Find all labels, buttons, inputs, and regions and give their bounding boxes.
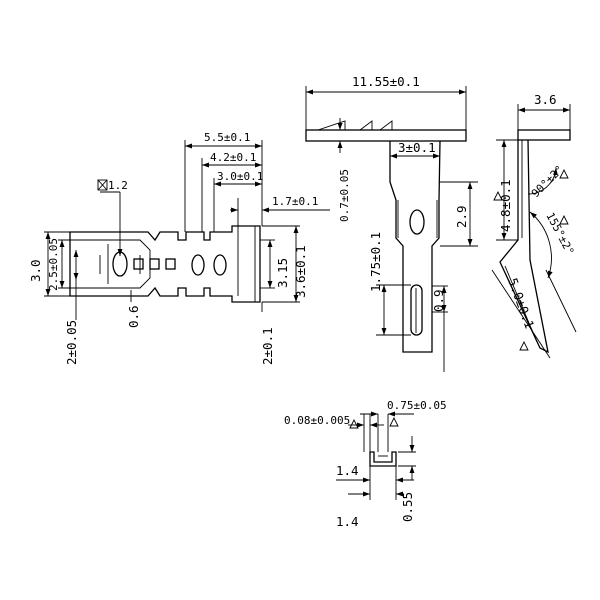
left-square-1 xyxy=(133,258,144,270)
mid-slot xyxy=(410,284,423,336)
middle-view: 11.55±0.1 0.7±0.05 3±0.1 2.9 1.75±0.1 0.… xyxy=(305,74,478,372)
dim-3-mid: 3±0.1 xyxy=(398,140,436,155)
triangle-icon xyxy=(519,340,529,351)
dim-1-75: 1.75±0.1 xyxy=(368,232,383,292)
right-view: 3.6 4.8±0.1 90°±2° 155°±2° 5.0±0.1 xyxy=(491,92,577,359)
triangle-icon xyxy=(389,416,399,427)
triangle-icon xyxy=(559,214,569,225)
dim-1-4-b: 1.4 xyxy=(336,514,359,529)
dim-0-08: 0.08±0.005 xyxy=(284,414,350,427)
triangle-icon xyxy=(349,418,359,429)
mid-oval-hole xyxy=(409,209,425,235)
mid-body xyxy=(389,140,441,353)
section-u-profile xyxy=(369,451,397,467)
dim-3-15: 3.15 xyxy=(275,258,290,288)
dim-4-8: 4.8±0.1 xyxy=(498,179,513,232)
left-view: 5.5±0.1 4.2±0.1 3.0±0.1 1.7±0.1 1.2 3.0 … xyxy=(28,131,330,365)
dim-1-4-a: 1.4 xyxy=(336,463,359,478)
left-square-3 xyxy=(165,258,176,270)
triangle-icon xyxy=(493,190,503,201)
dim-3-0-top: 3.0±0.1 xyxy=(217,170,263,183)
left-square-2 xyxy=(149,258,160,270)
dim-90: 90°±2° xyxy=(529,163,566,200)
dim-1-7: 1.7±0.1 xyxy=(272,195,318,208)
dim-2-left: 2±0.05 xyxy=(64,320,79,365)
dim-0-6: 0.6 xyxy=(126,305,141,328)
bottom-view: 0.08±0.005 0.75±0.05 1.4 1.4 0.55 xyxy=(284,399,447,529)
dim-flatness: 1.2 xyxy=(108,179,128,192)
dim-5-0: 5.0±0.1 xyxy=(505,276,537,331)
dim-3-6: 3.6±0.1 xyxy=(293,245,308,298)
dim-155: 155°±2° xyxy=(543,210,576,257)
left-inner-outline xyxy=(78,239,151,289)
dim-11-55: 11.55±0.1 xyxy=(352,74,420,89)
dim-2-9: 2.9 xyxy=(454,205,469,228)
dim-0-7: 0.7±0.05 xyxy=(338,169,351,222)
dim-2-right: 2±0.1 xyxy=(260,327,275,365)
dim-3-0-left: 3.0 xyxy=(28,259,43,282)
mid-flange xyxy=(305,129,467,142)
dim-0-55: 0.55 xyxy=(400,492,415,522)
dim-0-75: 0.75±0.05 xyxy=(387,399,447,412)
left-oval-2 xyxy=(191,254,205,276)
right-flange xyxy=(517,129,571,141)
triangle-markers xyxy=(349,168,569,429)
triangle-icon xyxy=(559,168,569,179)
dim-2-5: 2.5±0.05 xyxy=(47,238,60,291)
dim-5-5: 5.5±0.1 xyxy=(204,131,250,144)
flatness-box xyxy=(97,179,108,191)
dim-3-6-right: 3.6 xyxy=(534,92,557,107)
dim-0-9: 0.9 xyxy=(431,289,446,312)
left-oval-3 xyxy=(213,254,227,276)
dim-4-2: 4.2±0.1 xyxy=(210,151,256,164)
left-body-outline xyxy=(69,225,261,303)
